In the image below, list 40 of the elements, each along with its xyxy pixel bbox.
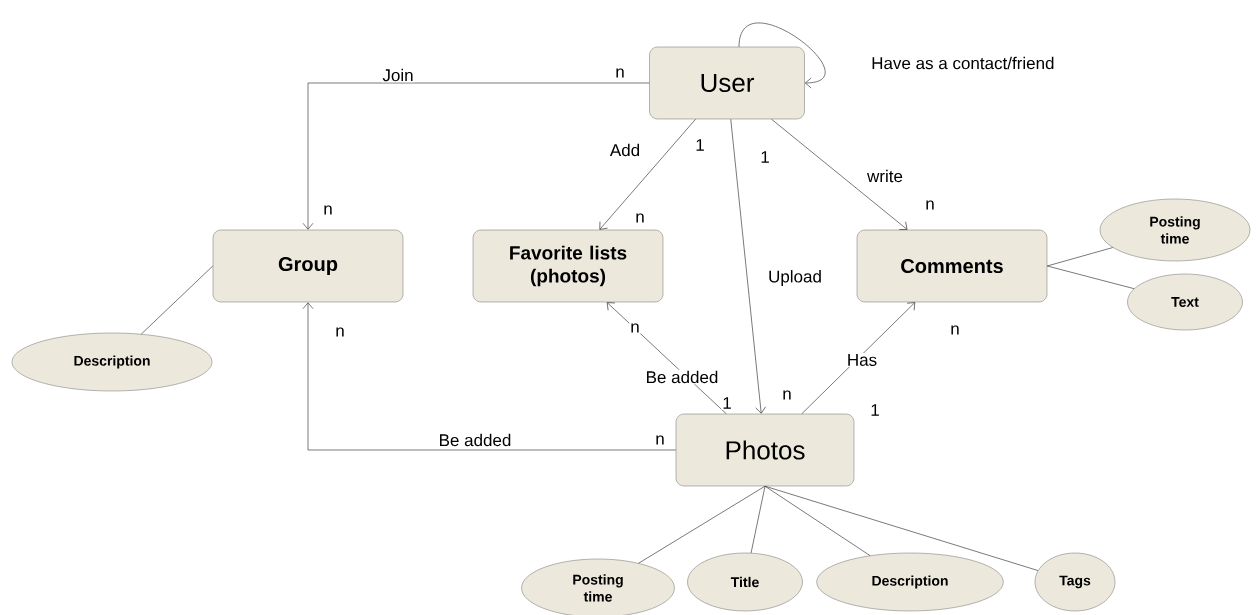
- entity-box: Photos: [675, 413, 855, 487]
- arrow: [302, 302, 677, 451]
- cardinality-label: n: [924, 199, 936, 211]
- cardinality-label: n: [322, 204, 334, 216]
- edge-label: Be added: [644, 369, 720, 385]
- cardinality-label: n: [634, 212, 646, 224]
- connector-line: [750, 485, 766, 554]
- arrow: [599, 118, 696, 230]
- entity-box: Comments: [856, 229, 1048, 303]
- arrow: [606, 302, 727, 415]
- connector-line: [141, 265, 214, 335]
- connector-line: [1046, 265, 1135, 290]
- arrow: [801, 302, 916, 415]
- edge-label: Join: [381, 67, 415, 83]
- arrow: [730, 118, 766, 414]
- connector-line: [764, 485, 1039, 571]
- connector-line: [638, 485, 766, 564]
- entity-box: Group: [212, 229, 404, 303]
- edge-label: Add: [608, 142, 642, 158]
- cardinality-label: n: [334, 326, 346, 338]
- edge-label: Upload: [767, 269, 823, 287]
- arrow: [738, 22, 825, 89]
- edge-label: Has: [845, 353, 879, 367]
- cardinality-label: 1: [694, 138, 706, 152]
- cardinality-label: 1: [721, 396, 733, 410]
- cardinality-label: n: [614, 67, 626, 79]
- cardinality-label: 1: [759, 150, 771, 164]
- edge-label: write: [866, 168, 904, 184]
- cardinality-label: n: [949, 324, 961, 336]
- edge-label: Be added: [437, 432, 513, 448]
- cardinality-label: n: [629, 322, 641, 334]
- connector-line: [764, 485, 871, 556]
- cardinality-label: 1: [869, 403, 881, 417]
- connector-line: [1046, 247, 1114, 267]
- entity-box: User: [649, 46, 805, 120]
- arrow: [302, 82, 650, 230]
- arrow: [771, 118, 908, 230]
- edge-label: Have as a contact/friend: [870, 55, 1056, 71]
- entity-box: Favorite lists (photos): [472, 229, 664, 303]
- cardinality-label: n: [654, 434, 666, 446]
